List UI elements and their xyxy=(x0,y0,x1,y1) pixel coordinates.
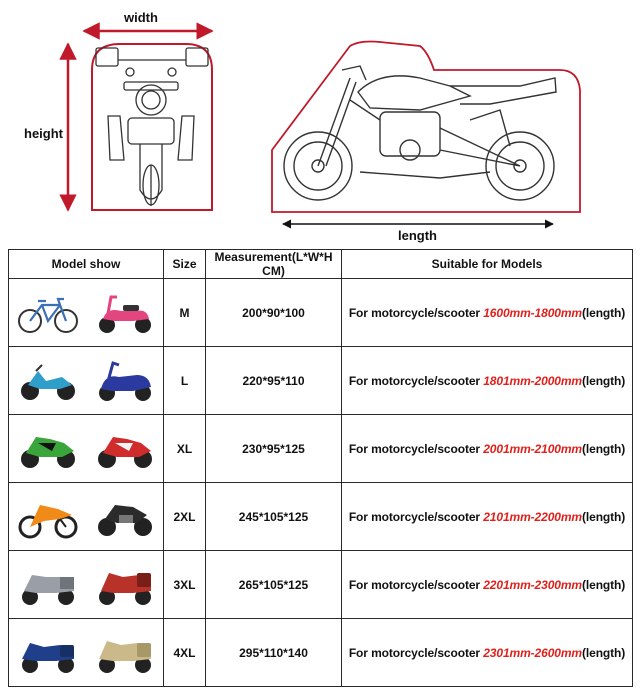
suitable-prefix: For motorcycle/scooter xyxy=(348,441,484,456)
suitable-prefix: For motorcycle/scooter xyxy=(348,577,484,592)
blue-scooter-image xyxy=(98,360,151,401)
suitable-suffix: (length) xyxy=(582,645,626,660)
measurement-cell: 220*95*110 xyxy=(205,346,342,415)
suitable-prefix: For motorcycle/scooter xyxy=(348,373,484,388)
model-show-cell xyxy=(8,482,164,551)
table-row: 2XL 245*105*125 For motorcycle/scooter 2… xyxy=(8,482,633,551)
measurement-cell: 245*105*125 xyxy=(205,482,342,551)
measurement-cell: 230*95*125 xyxy=(205,414,342,483)
front-cover-outline xyxy=(91,43,213,211)
length-range: 2301mm-2600mm xyxy=(483,645,582,660)
suitable-cell: For motorcycle/scooter 2301mm-2600mm(len… xyxy=(341,618,633,687)
side-view-motorcycle-illustration xyxy=(283,65,557,201)
model-show-cell xyxy=(8,414,164,483)
suitable-cell: For motorcycle/scooter 2101mm-2200mm(len… xyxy=(341,482,633,551)
model-show-cell xyxy=(8,346,164,415)
size-cell: 4XL xyxy=(163,618,206,687)
gold-touring-motorcycle-image xyxy=(98,640,151,673)
table-body: M 200*90*100 For motorcycle/scooter 1600… xyxy=(8,278,633,687)
side-cover-outline xyxy=(271,40,581,213)
header-model-show: Model show xyxy=(8,249,164,279)
suitable-suffix: (length) xyxy=(582,509,626,524)
touring-motorcycle-image xyxy=(21,574,74,605)
size-chart-table: Model show Size Measurement(L*W*H CM) Su… xyxy=(8,249,633,687)
suitable-cell: For motorcycle/scooter 1600mm-1800mm(len… xyxy=(341,278,633,347)
model-show-cell xyxy=(8,618,164,687)
measurement-cell: 200*90*100 xyxy=(205,278,342,347)
suitable-prefix: For motorcycle/scooter xyxy=(348,645,484,660)
length-range: 2101mm-2200mm xyxy=(483,509,582,524)
naked-motorcycle-image xyxy=(97,504,152,536)
size-cell: XL xyxy=(163,414,206,483)
front-view-motorcycle-illustration xyxy=(95,47,209,206)
underbone-motorcycle-image xyxy=(20,363,75,400)
measurement-cell: 265*105*125 xyxy=(205,550,342,619)
model-show-cell xyxy=(8,278,164,347)
suitable-cell: For motorcycle/scooter 1801mm-2000mm(len… xyxy=(341,346,633,415)
suitable-suffix: (length) xyxy=(582,577,626,592)
length-label: length xyxy=(398,228,437,243)
green-sportbike-image xyxy=(20,436,75,468)
header-measurement: Measurement(L*W*H CM) xyxy=(205,249,342,279)
suitable-cell: For motorcycle/scooter 2001mm-2100mm(len… xyxy=(341,414,633,483)
bicycle-image xyxy=(17,297,78,333)
suitable-prefix: For motorcycle/scooter xyxy=(348,509,484,524)
length-range: 2001mm-2100mm xyxy=(483,441,582,456)
width-label: width xyxy=(124,10,158,25)
size-cell: M xyxy=(163,278,206,347)
table-row: M 200*90*100 For motorcycle/scooter 1600… xyxy=(8,278,633,347)
table-row: 4XL 295*110*140 For motorcycle/scooter 2… xyxy=(8,618,633,687)
table-header-row: Model show Size Measurement(L*W*H CM) Su… xyxy=(8,249,633,279)
suitable-prefix: For motorcycle/scooter xyxy=(348,305,484,320)
pink-scooter-image xyxy=(98,295,151,333)
length-range: 2201mm-2300mm xyxy=(483,577,582,592)
header-size: Size xyxy=(163,249,206,279)
suitable-suffix: (length) xyxy=(582,373,626,388)
size-cell: 3XL xyxy=(163,550,206,619)
suitable-suffix: (length) xyxy=(582,441,626,456)
red-touring-motorcycle-image xyxy=(98,572,151,605)
size-cell: 2XL xyxy=(163,482,206,551)
header-suitable: Suitable for Models xyxy=(341,249,633,279)
suitable-suffix: (length) xyxy=(582,305,626,320)
model-show-cell xyxy=(8,550,164,619)
table-row: 3XL 265*105*125 For motorcycle/scooter 2… xyxy=(8,550,633,619)
measurement-cell: 295*110*140 xyxy=(205,618,342,687)
size-cell: L xyxy=(163,346,206,415)
table-row: XL 230*95*125 For motorcycle/scooter 200… xyxy=(8,414,633,483)
cover-dimension-diagram xyxy=(59,22,581,229)
red-sportbike-image xyxy=(97,436,152,468)
cruiser-motorcycle-image xyxy=(21,642,74,673)
table-row: L 220*95*110 For motorcycle/scooter 1801… xyxy=(8,346,633,415)
suitable-cell: For motorcycle/scooter 2201mm-2300mm(len… xyxy=(341,550,633,619)
length-range: 1600mm-1800mm xyxy=(483,305,582,320)
length-range: 1801mm-2000mm xyxy=(483,373,582,388)
height-label: height xyxy=(24,126,63,141)
size-diagram: width height length xyxy=(0,0,641,248)
dirt-bike-image xyxy=(18,504,77,538)
